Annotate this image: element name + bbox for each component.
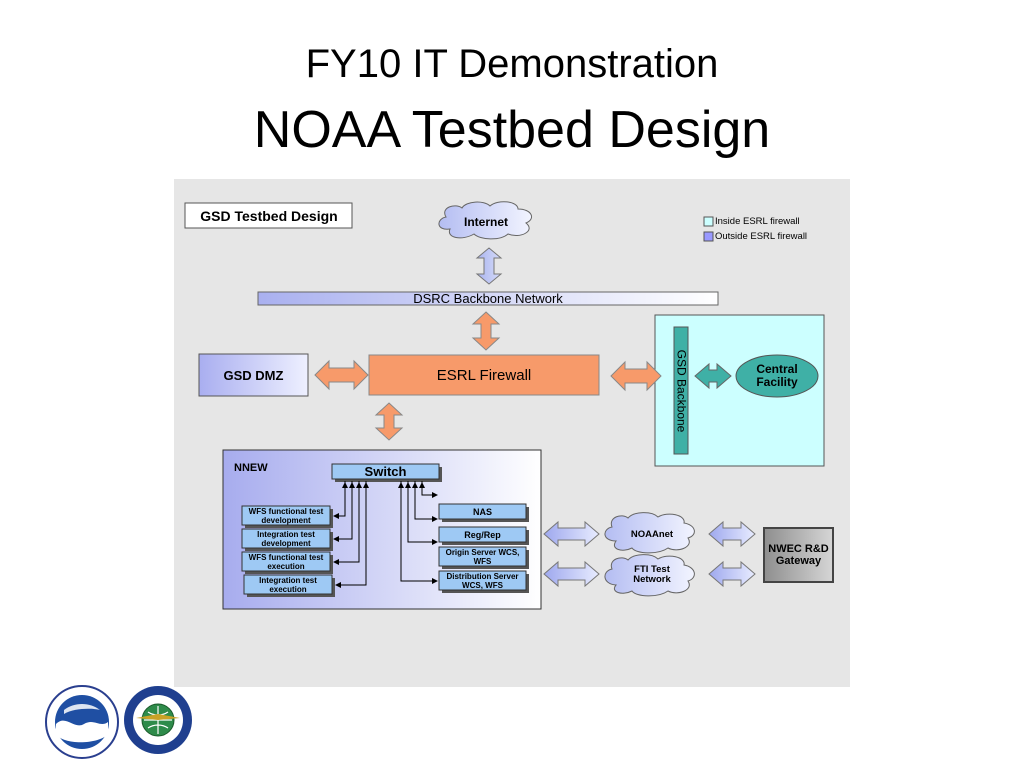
dsrc-backbone-bar xyxy=(257,291,719,306)
testbed-label: GSD Testbed Design xyxy=(200,207,338,224)
esrl-firewall-box xyxy=(368,354,600,396)
right-item-boxes xyxy=(438,503,529,593)
left-item-integration-exec: Integration test execution xyxy=(259,575,317,594)
switch-left-connectors xyxy=(333,481,369,588)
arrow-backbone-firewall xyxy=(471,311,501,351)
left-item-boxes xyxy=(241,505,335,597)
right-item-nas: NAS xyxy=(472,506,492,517)
right-item-regrep: Reg/Rep xyxy=(464,529,501,540)
arrow-dmz-firewall xyxy=(314,359,369,391)
fti-label: FTI Test Network xyxy=(633,564,671,585)
slide-title-line-1: FY10 IT Demonstration xyxy=(305,42,719,86)
internet-cloud xyxy=(438,201,533,240)
diagram-graphics xyxy=(184,201,834,610)
testbed-label-box xyxy=(184,202,353,229)
testbed-diagram: GSD Testbed Design Internet Inside ESRL … xyxy=(174,179,850,687)
switch-box xyxy=(331,463,440,480)
noaanet-label: NOAAnet xyxy=(630,528,674,540)
arrow-noaanet-nwec xyxy=(708,520,756,548)
arrow-internet-backbone xyxy=(475,247,503,285)
central-facility-label: Central Facility xyxy=(756,362,798,389)
gsd-dmz-box xyxy=(198,353,309,397)
switch-label: Switch xyxy=(364,464,407,479)
arrow-backbone-central xyxy=(694,362,732,390)
gsd-dmz-label: GSD DMZ xyxy=(223,367,284,383)
nwec-label: NWEC R&D Gateway xyxy=(768,543,829,567)
gsd-backbone-bar xyxy=(673,326,689,455)
slide-title-line-2: NOAA Testbed Design xyxy=(253,101,771,159)
legend-inside-swatch xyxy=(703,216,714,227)
esrl-firewall-label: ESRL Firewall xyxy=(436,366,532,384)
arrow-nnew-noaanet xyxy=(543,520,600,548)
legend-inside-label: Inside ESRL firewall xyxy=(715,216,800,227)
faa-logo-icon xyxy=(124,686,192,754)
left-item-wfs-exec: WFS functional test execution xyxy=(248,552,324,571)
dsrc-backbone-label: DSRC Backbone Network xyxy=(413,291,563,306)
noaanet-cloud xyxy=(604,512,695,554)
right-item-distribution-server: Distribution Server WCS, WFS xyxy=(446,571,519,590)
left-item-integration-dev: Integration test development xyxy=(257,529,315,548)
arrow-nnew-fti xyxy=(543,560,600,588)
arrow-firewall-gsd-backbone xyxy=(610,360,662,392)
noaa-logo-icon xyxy=(45,685,119,759)
gsd-backbone-label: GSD Backbone xyxy=(674,349,689,433)
switch-right-connectors xyxy=(398,481,438,584)
nwec-gateway-box xyxy=(763,527,834,583)
left-item-wfs-dev: WFS functional test development xyxy=(248,506,324,525)
arrow-firewall-nnew xyxy=(374,402,404,441)
legend-outside-label: Outside ESRL firewall xyxy=(715,231,808,242)
arrow-fti-nwec xyxy=(708,560,756,588)
central-facility-node xyxy=(735,354,819,398)
nnew-label: NNEW xyxy=(234,462,268,474)
legend-outside-swatch xyxy=(703,231,714,242)
fti-cloud xyxy=(604,554,695,597)
internet-label: Internet xyxy=(463,215,508,229)
right-item-origin-server: Origin Server WCS, WFS xyxy=(445,547,520,566)
